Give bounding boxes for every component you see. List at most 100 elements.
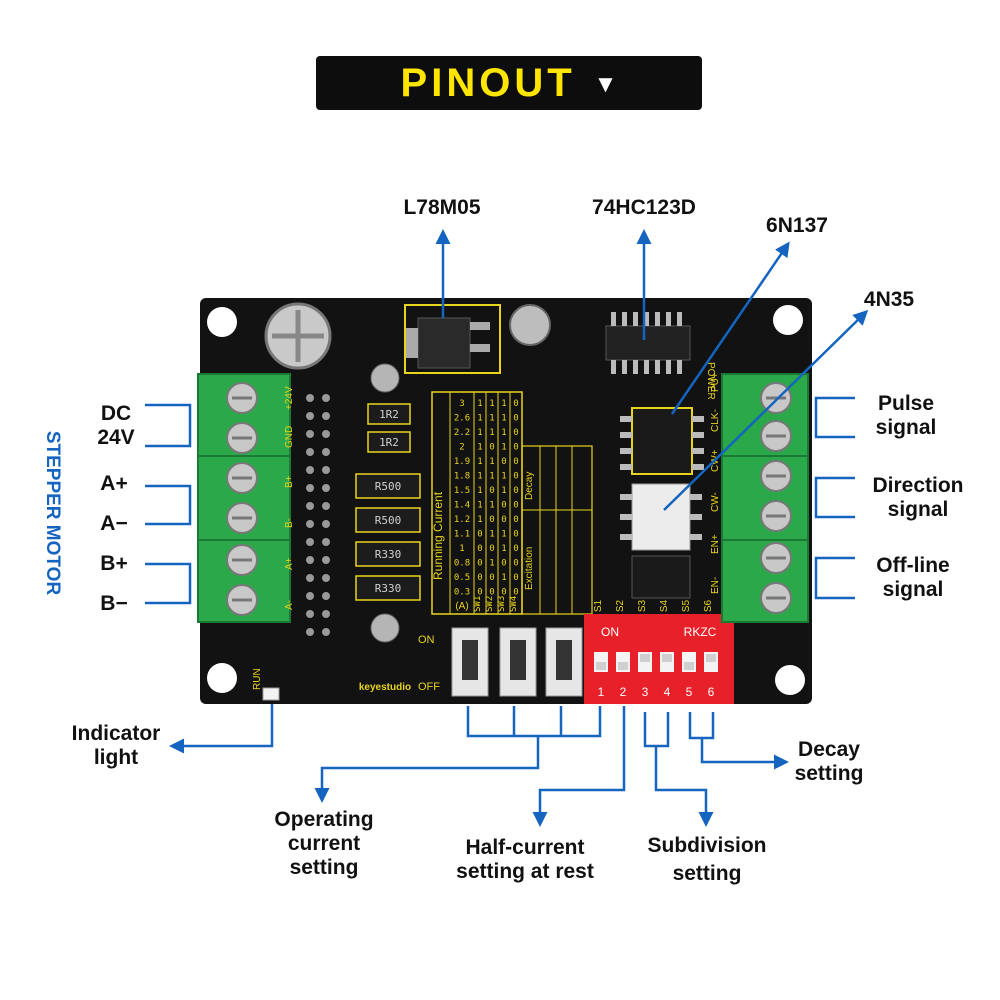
switch-state: 0 (513, 573, 518, 583)
right-pin-label: CW- (710, 492, 721, 512)
switch-state: 1 (489, 472, 494, 482)
dip-number: 3 (642, 685, 649, 699)
current-value: 1.9 (454, 457, 470, 467)
switch-state: 0 (501, 515, 506, 525)
running-current-title: Running Current (431, 491, 445, 580)
left-pin-label: A+ (284, 557, 295, 570)
callout-indicator (169, 704, 274, 754)
switch-state: 0 (513, 443, 518, 453)
switch-state: 1 (501, 544, 506, 554)
chip-opto-lower (631, 555, 691, 599)
dip-header: S3 (637, 599, 648, 612)
decay-table-title: Decay (524, 472, 535, 500)
switch-off-label: OFF (418, 681, 440, 693)
label-decay: Decay (798, 738, 860, 761)
left-terminal-block (197, 373, 291, 623)
switch-state: 1 (501, 573, 506, 583)
dip-number: 6 (708, 685, 715, 699)
dip-on-label: ON (601, 625, 619, 639)
left-pin-label: +24V (284, 386, 295, 410)
switch-state: 0 (477, 559, 482, 569)
pinout-banner: PINOUT ▼ (316, 56, 702, 110)
dip-number: 4 (664, 685, 671, 699)
label-operating: Operating (274, 808, 374, 831)
switch-state: 1 (501, 414, 506, 424)
bracket-offline (814, 556, 855, 600)
switch-state: 1 (489, 457, 494, 467)
switch-state: 0 (489, 573, 494, 583)
pcb-board: R500 R500 R330 R330 1R2 1R2 311102.61110… (200, 298, 812, 704)
switch-state: 0 (489, 515, 494, 525)
dip-header: S4 (659, 599, 670, 612)
chip-6n137 (620, 407, 704, 475)
current-value: 1.8 (454, 472, 470, 482)
right-pin-label: PU+ (710, 372, 721, 392)
current-value: 1.1 (454, 530, 470, 540)
switch-state: 1 (477, 472, 482, 482)
label-a-plus: A+ (100, 472, 128, 495)
switch-state: 1 (477, 414, 482, 424)
label-6n137: 6N137 (766, 214, 828, 237)
current-header: SW3 (497, 596, 507, 612)
mounting-hole (207, 307, 237, 337)
chip-4n35 (620, 483, 702, 551)
current-unit: (A) (455, 601, 468, 612)
callout-subdivision (643, 712, 706, 824)
switch-on-label: ON (418, 634, 435, 646)
switch-state: 1 (477, 399, 482, 409)
current-value: 2.2 (454, 428, 470, 438)
label-decay-setting: setting (794, 762, 864, 785)
callout-lines (145, 229, 869, 824)
label-indicator: Indicator (71, 722, 161, 745)
callout-decay (688, 712, 786, 762)
mounting-hole (207, 663, 237, 693)
bracket-pulse (814, 396, 855, 439)
right-pin-label: CLK- (710, 409, 721, 432)
banner-title: PINOUT (400, 60, 576, 105)
switch-state: 1 (489, 559, 494, 569)
switch-state: 1 (477, 443, 482, 453)
slide-switches (451, 627, 583, 697)
switch-state: 1 (477, 501, 482, 511)
right-pin-label: EN- (710, 577, 721, 594)
left-pin-label: B- (284, 518, 295, 528)
capacitor-c1 (509, 304, 551, 346)
label-operating-setting: setting (289, 856, 359, 879)
label-direction-signal: signal (887, 498, 949, 521)
dip-header: S6 (703, 599, 714, 612)
label-24v: 24V (97, 426, 135, 449)
current-value: 1.5 (454, 486, 470, 496)
switch-state: 0 (477, 588, 482, 598)
switch-state: 0 (513, 457, 518, 467)
current-header: SW2 (485, 596, 495, 612)
switch-state: 1 (489, 414, 494, 424)
label-pulse-signal: signal (875, 416, 937, 439)
right-pin-label: EN+ (710, 534, 721, 554)
switch-state: 0 (513, 588, 518, 598)
current-value: 1.2 (454, 515, 470, 525)
callout-6n137 (670, 241, 790, 415)
left-pin-label: A- (284, 600, 295, 610)
dip-number: 1 (598, 685, 605, 699)
brand-logo: keyestudio (359, 682, 411, 693)
switch-state: 1 (489, 501, 494, 511)
switch-state: 1 (477, 515, 482, 525)
label-b-plus: B+ (100, 552, 128, 575)
switch-state: 0 (513, 515, 518, 525)
label-offline: Off-line (876, 554, 950, 577)
label-half-current-rest: setting at rest (456, 860, 594, 883)
dip-header: S1 (593, 599, 604, 612)
stepper-motor-label-wrap: STEPPER MOTOR (42, 431, 63, 596)
switch-state: 0 (501, 457, 506, 467)
switch-state: 0 (513, 399, 518, 409)
switch-state: 0 (501, 559, 506, 569)
bracket-b (145, 562, 192, 605)
switch-state: 0 (489, 544, 494, 554)
dip-number: 5 (686, 685, 693, 699)
current-header: SW4 (509, 596, 519, 612)
left-pin-label: B+ (284, 475, 295, 488)
label-l78m05: L78M05 (403, 196, 481, 219)
current-value: 2.6 (454, 414, 470, 424)
decay-excitation-table (521, 445, 593, 615)
switch-state: 1 (489, 428, 494, 438)
